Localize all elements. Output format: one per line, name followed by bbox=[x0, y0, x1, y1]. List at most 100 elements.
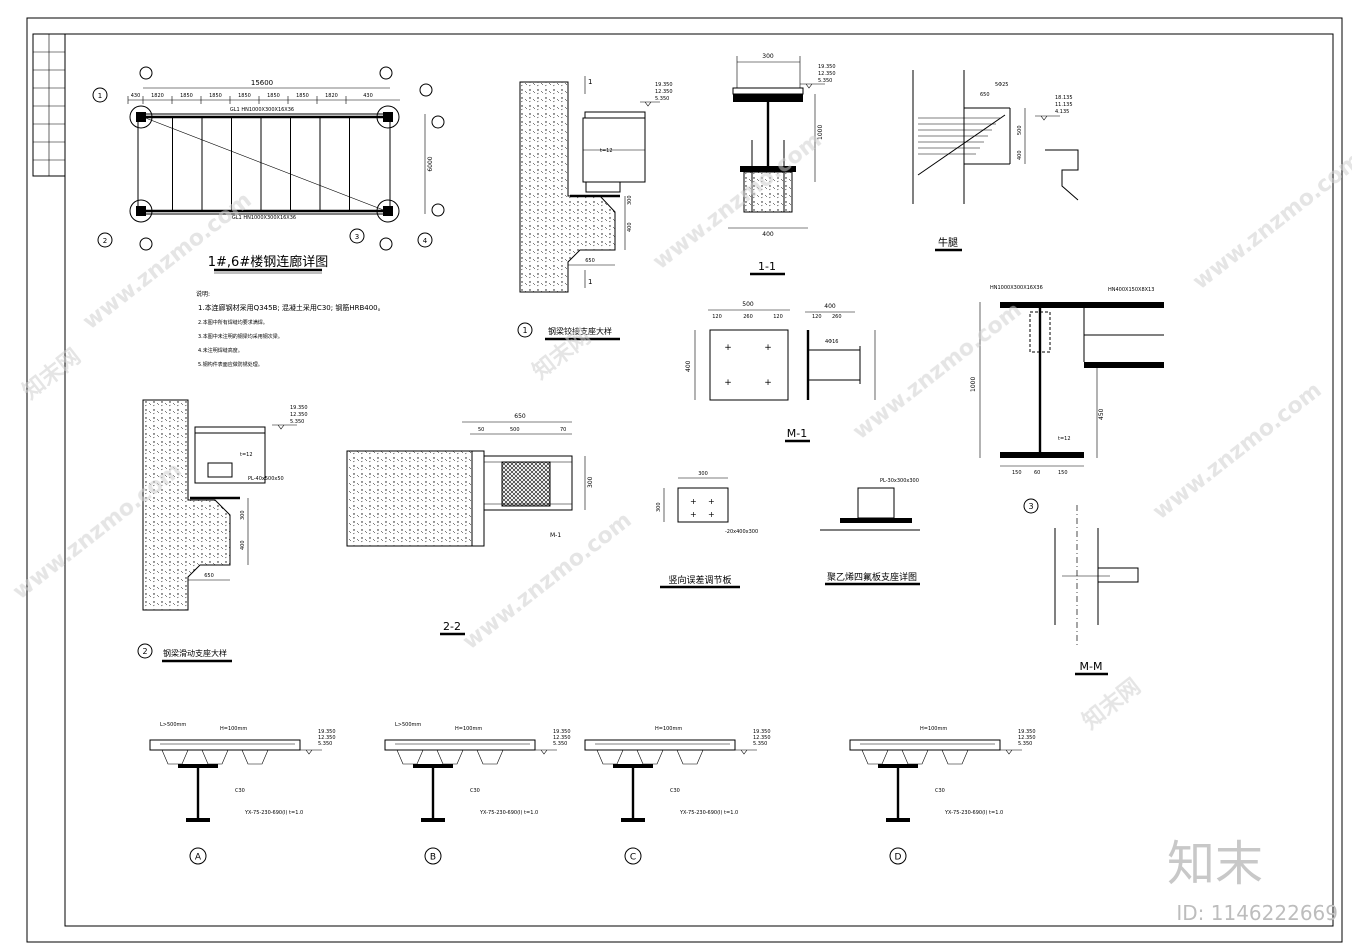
sec11-elev-2: 12.350 bbox=[818, 71, 836, 77]
watermark-id: ID: 1146222669 bbox=[1176, 901, 1338, 925]
plan-bay-dim: 1820 bbox=[325, 93, 338, 99]
svg-text:+: + bbox=[724, 343, 732, 353]
slab-elev: 12.350 bbox=[1018, 735, 1036, 741]
sec22-m1: M-1 bbox=[550, 532, 561, 539]
det3-dim-1: 150 bbox=[1012, 470, 1022, 476]
det3-top-left: HN1000X300X16X36 bbox=[990, 285, 1043, 291]
sec22-dim-2: 500 bbox=[510, 427, 520, 433]
corbel-detail: 500 400 650 18.135 11.135 4.135 5Φ25 牛腿 bbox=[912, 70, 1079, 252]
det2-title: 钢梁滑动支座大样 bbox=[163, 648, 227, 658]
det2-d-400: 400 bbox=[240, 540, 246, 550]
corbel-rebars bbox=[918, 117, 1000, 155]
notes-line-5: 5.钢构件表面应做防锈处理。 bbox=[198, 361, 263, 368]
sec22-dim-1: 50 bbox=[478, 427, 484, 433]
det1-d-300: 300 bbox=[627, 195, 633, 205]
slab-note2: H=100mm bbox=[220, 726, 247, 732]
det2-elev-2: 12.350 bbox=[290, 412, 308, 418]
det1-elev-2: 12.350 bbox=[655, 89, 673, 95]
detail-3-beam-connection: HN1000X300X16X36 HN400X150X8X13 1000 450… bbox=[970, 285, 1164, 514]
slab-ref-circle bbox=[189, 847, 207, 865]
det2-elev-1: 19.350 bbox=[290, 405, 308, 411]
svg-text:+: + bbox=[724, 378, 732, 388]
slab-elev: 19.350 bbox=[553, 729, 571, 735]
sec11-elev-1: 19.350 bbox=[818, 64, 836, 70]
slab-ref-circle bbox=[889, 847, 907, 865]
vplate-w: 300 bbox=[698, 471, 708, 477]
plan-columns bbox=[129, 105, 400, 223]
m1-h: 400 bbox=[685, 360, 692, 372]
notes-line-1: 1.本连廊钢材采用Q345B; 混凝土采用C30; 钢筋HRB400。 bbox=[198, 303, 385, 312]
slab-concrete: C30 bbox=[235, 788, 245, 794]
slab-concrete: C30 bbox=[470, 788, 480, 794]
det1-sec-top: 1 bbox=[588, 78, 592, 86]
sec22-dim-3: 70 bbox=[560, 427, 566, 433]
plan-bottom-beam-label: GL1 HN1000X300X16X36 bbox=[232, 215, 296, 221]
ptfe-note: PL-30x300x300 bbox=[880, 478, 919, 484]
plan-ref-1: 1 bbox=[98, 92, 102, 100]
svg-text:+: + bbox=[690, 510, 697, 519]
watermark-site-4: www.znzmo.com bbox=[1148, 378, 1326, 525]
det1-elevations: 19.350 12.350 5.350 bbox=[640, 82, 673, 107]
detail-1-hinged-support: 1 1 t=12 19.350 12.350 5.350 300 400 650… bbox=[517, 76, 673, 341]
sec11-d-bot: 400 bbox=[762, 231, 774, 238]
slab-ref-circle bbox=[624, 847, 642, 865]
corbel-title: 牛腿 bbox=[938, 236, 958, 249]
det1-sec-bot: 1 bbox=[588, 278, 592, 286]
m1-side-dim-2: 260 bbox=[832, 314, 842, 320]
corbel-elev-1: 18.135 bbox=[1055, 95, 1073, 101]
m1-dim-1: 120 bbox=[712, 314, 722, 320]
svg-text:+: + bbox=[690, 497, 697, 506]
plan-overall-dim: 15600 bbox=[251, 79, 273, 87]
det1-elev-3: 5.350 bbox=[655, 96, 669, 102]
det1-d-400: 400 bbox=[627, 222, 633, 232]
watermark-logo: 知末 bbox=[1167, 836, 1263, 892]
plan-ref-4: 4 bbox=[423, 237, 428, 245]
plan-bay-dim: 1850 bbox=[296, 93, 309, 99]
slab-note1: L>500mm bbox=[160, 722, 186, 728]
watermark-brand-1: 知末网 bbox=[18, 344, 86, 405]
sec22-h: 300 bbox=[587, 476, 594, 488]
watermark-site-2: www.znzmo.com bbox=[458, 508, 636, 655]
corbel-elev-3: 4.135 bbox=[1055, 109, 1069, 115]
slab-elev: 12.350 bbox=[753, 735, 771, 741]
slab-note2: H=100mm bbox=[655, 726, 682, 732]
det1-title: 钢梁铰接支座大样 bbox=[548, 326, 612, 336]
slab-label: D bbox=[895, 853, 902, 863]
section-2-2: 650 50 500 70 300 M-1 2-2 bbox=[346, 413, 594, 636]
plan-bay-dim: 430 bbox=[131, 93, 141, 99]
slab-note1: L>500mm bbox=[395, 722, 421, 728]
slab-note2: H=100mm bbox=[920, 726, 947, 732]
plan-title: 1#,6#楼钢连廊详图 bbox=[208, 254, 328, 270]
det2-d-650: 650 bbox=[204, 573, 214, 579]
det3-num: 3 bbox=[1028, 502, 1033, 511]
det3-h: 1000 bbox=[970, 377, 977, 392]
plan-bay-dim: 1850 bbox=[267, 93, 280, 99]
corbel-d-400: 400 bbox=[1017, 150, 1023, 160]
slab-elev: 19.350 bbox=[1018, 729, 1036, 735]
plan-joists bbox=[142, 116, 387, 212]
slab-spec: YX-75-230-690(I) t=1.0 bbox=[479, 810, 538, 816]
notes-head: 说明: bbox=[196, 290, 210, 298]
title-strip bbox=[32, 33, 66, 177]
det1-num: 1 bbox=[522, 326, 527, 335]
watermarks: www.znzmo.com www.znzmo.com www.znzmo.co… bbox=[8, 128, 1352, 735]
watermark-brand-3: 知末网 bbox=[1078, 674, 1146, 735]
det1-elev-1: 19.350 bbox=[655, 82, 673, 88]
slab-elev: 12.350 bbox=[318, 735, 336, 741]
det2-elev-3: 5.350 bbox=[290, 419, 304, 425]
slab-label: B bbox=[430, 853, 436, 863]
m1-dim-2: 260 bbox=[743, 314, 753, 320]
mm-title: M-M bbox=[1080, 660, 1103, 673]
section-m-m: M-M bbox=[1054, 505, 1139, 676]
slab-ref-circle bbox=[424, 847, 442, 865]
slab-concrete: C30 bbox=[670, 788, 680, 794]
vertical-adjust-plate: ++ ++ 300 300 -20x400x300 竖向误差调节板 bbox=[656, 471, 758, 589]
plan-bay-dim: 1850 bbox=[238, 93, 251, 99]
svg-text:+: + bbox=[708, 497, 715, 506]
m1-title: M-1 bbox=[787, 427, 807, 440]
vplate-h: 300 bbox=[656, 502, 662, 512]
vplate-title: 竖向误差调节板 bbox=[668, 574, 731, 586]
